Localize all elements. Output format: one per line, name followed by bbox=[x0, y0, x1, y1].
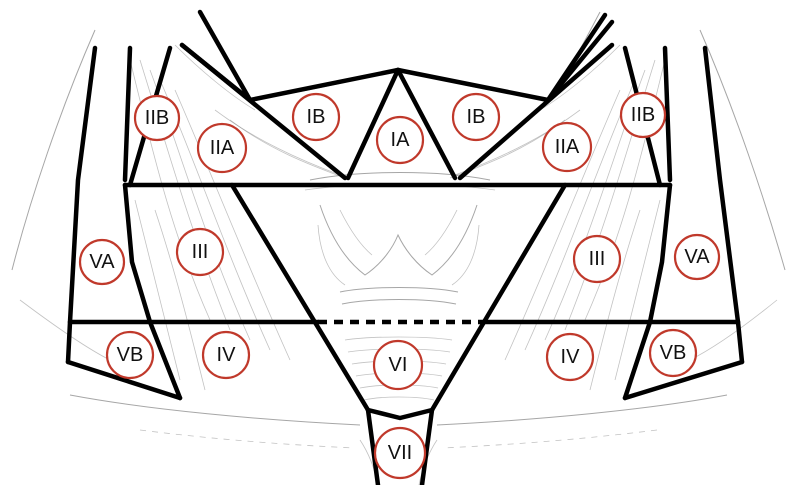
svg-text:III: III bbox=[589, 248, 606, 270]
svg-text:IIB: IIB bbox=[145, 107, 169, 129]
label-IIB-left: IIB bbox=[135, 96, 179, 140]
svg-text:IB: IB bbox=[467, 106, 486, 128]
label-IV-right: IV bbox=[547, 334, 593, 380]
svg-text:III: III bbox=[192, 241, 209, 263]
label-IA: IA bbox=[377, 117, 423, 163]
label-VA-left: VA bbox=[80, 240, 124, 284]
svg-text:VA: VA bbox=[684, 246, 710, 268]
label-III-left: III bbox=[177, 229, 223, 275]
svg-text:IIA: IIA bbox=[210, 137, 235, 159]
svg-text:IV: IV bbox=[217, 344, 237, 366]
svg-text:IA: IA bbox=[391, 129, 411, 151]
svg-text:VA: VA bbox=[89, 251, 115, 273]
label-VII: VII bbox=[375, 428, 425, 478]
label-IB-left: IB bbox=[293, 94, 339, 140]
svg-text:IV: IV bbox=[561, 346, 581, 368]
svg-text:VB: VB bbox=[660, 342, 687, 364]
label-VB-left: VB bbox=[107, 332, 153, 378]
svg-text:VI: VI bbox=[389, 354, 408, 376]
label-IIB-right: IIB bbox=[621, 93, 665, 137]
label-VB-right: VB bbox=[650, 330, 696, 376]
svg-text:VII: VII bbox=[388, 442, 412, 464]
level-labels: IIB IIA IB IA IB IIA IIB VA bbox=[80, 93, 719, 478]
label-IV-left: IV bbox=[203, 332, 249, 378]
label-IIA-right: IIA bbox=[543, 123, 591, 171]
label-IB-right: IB bbox=[453, 94, 499, 140]
svg-text:IB: IB bbox=[307, 106, 326, 128]
label-VI: VI bbox=[374, 341, 422, 389]
svg-text:IIA: IIA bbox=[555, 136, 580, 158]
label-III-right: III bbox=[574, 236, 620, 282]
label-VA-right: VA bbox=[675, 235, 719, 279]
svg-text:IIB: IIB bbox=[631, 104, 655, 126]
label-IIA-left: IIA bbox=[198, 124, 246, 172]
svg-text:VB: VB bbox=[117, 344, 144, 366]
